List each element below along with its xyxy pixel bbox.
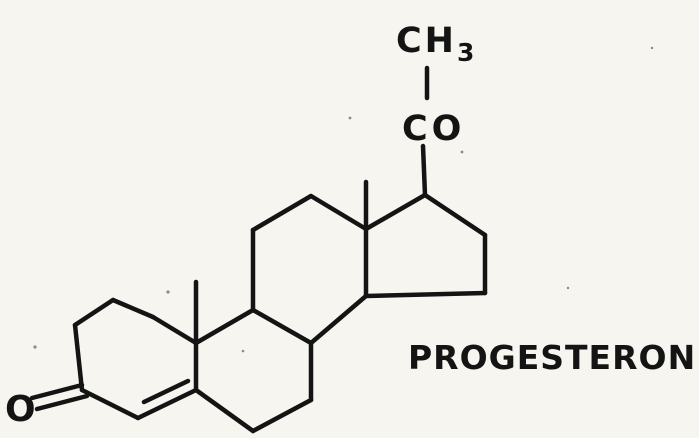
ketone-oxygen-label: O [5, 389, 36, 430]
methyl-label: CH3 [396, 21, 477, 67]
molecule-name: PROGESTERONE [408, 338, 699, 377]
paper-specks [33, 46, 654, 353]
ring-c [250, 193, 369, 346]
acetyl-side-chain [420, 65, 430, 198]
ring-a [72, 297, 199, 421]
ring-d [363, 192, 488, 299]
ring-b [193, 307, 314, 434]
carbonyl-label: CO [402, 109, 465, 149]
ketone-double-bond [29, 382, 90, 412]
